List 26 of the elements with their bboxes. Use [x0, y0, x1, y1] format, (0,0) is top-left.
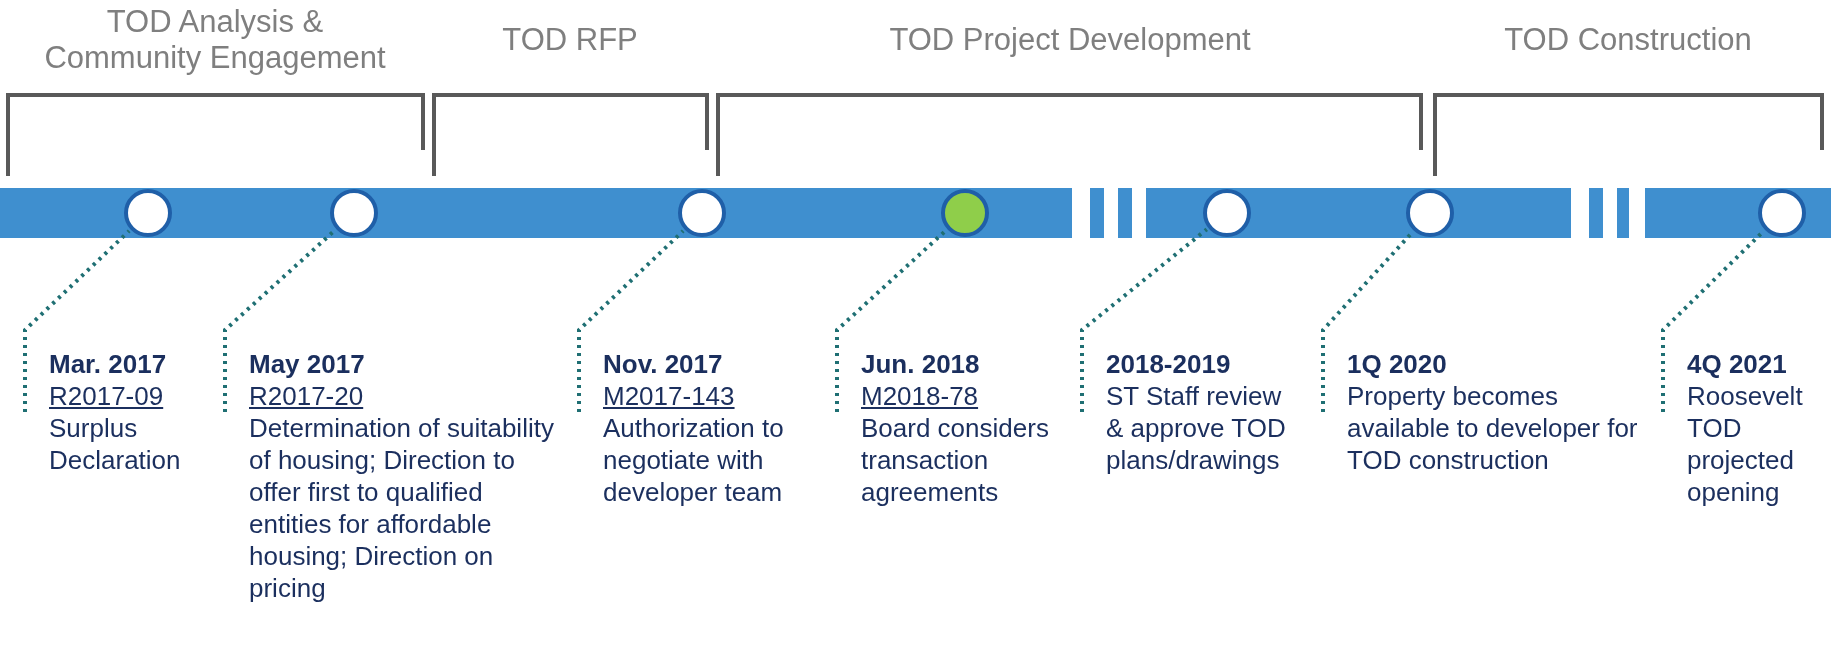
phase-title: TOD Project Development: [888, 22, 1252, 58]
reference-link: R2017-20: [249, 380, 364, 412]
phase-title: TOD RFP: [501, 22, 639, 58]
leader-line: [23, 229, 131, 412]
date-label: Nov. 2017: [603, 348, 724, 380]
description-text: ST Staff review & approve TOD plans/drawings: [1106, 380, 1287, 476]
leader-line: [577, 229, 685, 412]
phase-title: TOD Construction: [1503, 22, 1753, 58]
leader-line: [835, 229, 948, 412]
description-text: Authorization to negotiate with developer team: [603, 412, 785, 508]
phase-title: TOD Analysis & Community Engagement: [43, 4, 387, 76]
date-label: 2018-2019: [1106, 348, 1232, 380]
leader-line: [1080, 227, 1209, 412]
description-text: Determination of suitability of housing; Direction to offer first to qualified entities for affordable housing; Direction on pricing: [249, 412, 555, 604]
date-label: 4Q 2021: [1687, 348, 1788, 380]
date-label: May 2017: [249, 348, 366, 380]
description-text: Property becomes available to developer for TOD construction: [1347, 380, 1639, 476]
description-text: Roosevelt TOD projected opening: [1687, 380, 1804, 508]
date-label: Mar. 2017: [49, 348, 168, 380]
date-label: 1Q 2020: [1347, 348, 1448, 380]
description-text: Board considers transaction agreements: [861, 412, 1050, 508]
reference-link: M2017-143: [603, 380, 735, 412]
description-text: Surplus Declaration: [49, 412, 182, 476]
reference-link: M2018-78: [861, 380, 979, 412]
date-label: Jun. 2018: [861, 348, 981, 380]
reference-link: R2017-09: [49, 380, 164, 412]
